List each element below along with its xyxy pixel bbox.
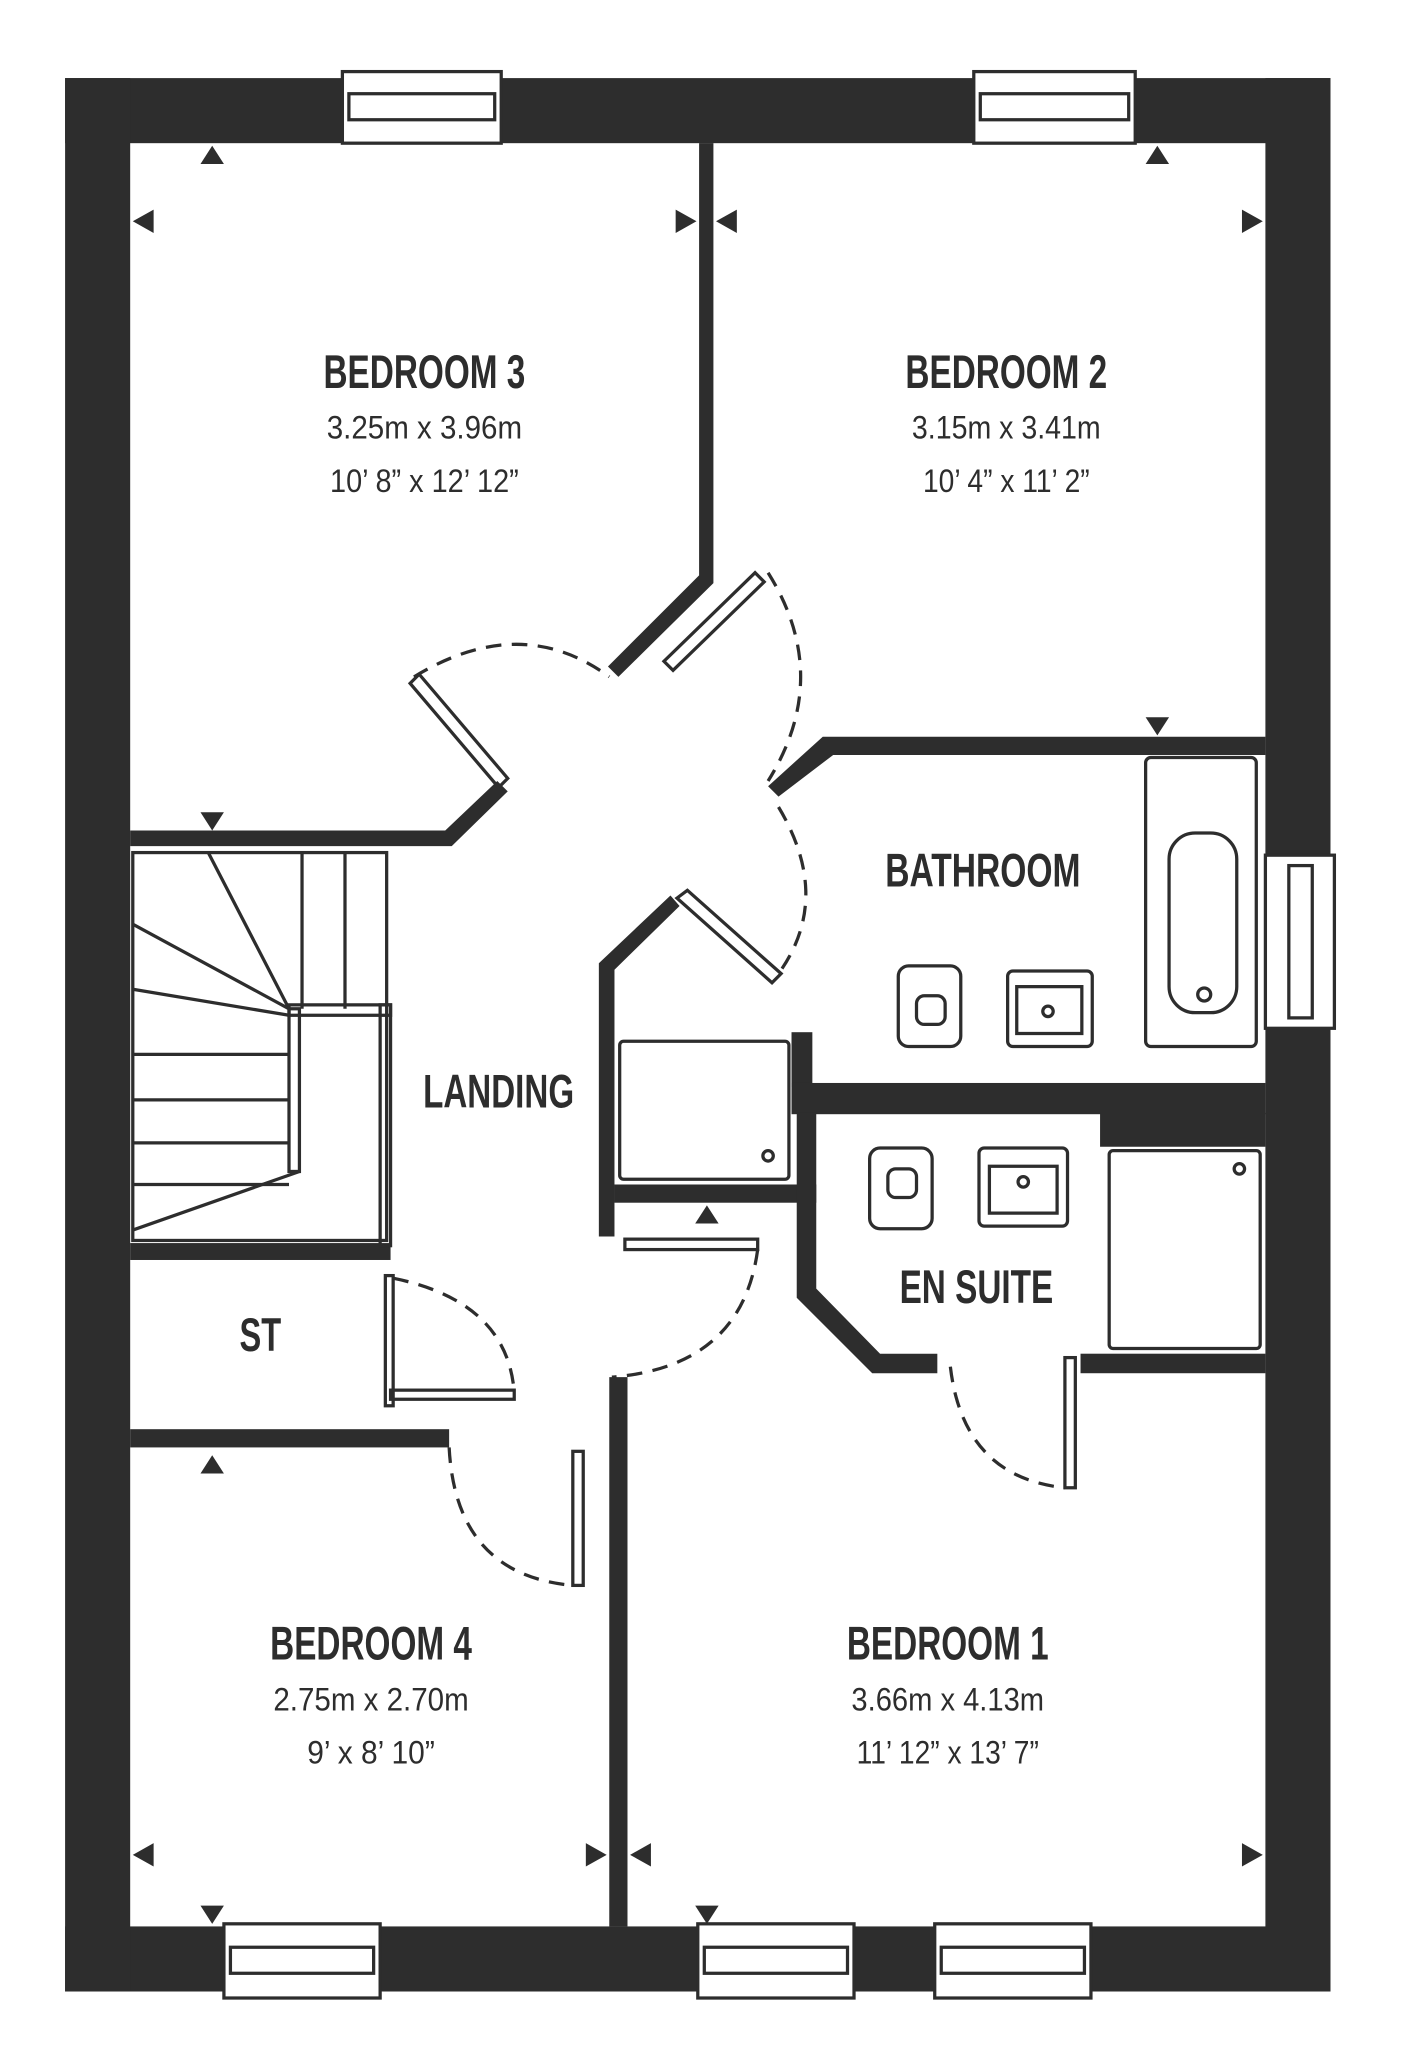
room-bedroom1: BEDROOM 1 3.66m x 4.13m 11’ 12” x 13’ 7”: [847, 1618, 1049, 1771]
room-metric: 3.25m x 3.96m: [327, 410, 522, 446]
room-metric: 2.75m x 2.70m: [273, 1681, 468, 1717]
room-bedroom2: BEDROOM 2 3.15m x 3.41m 10’ 4” x 11’ 2”: [905, 346, 1107, 499]
window-bedroom1-right: [933, 1922, 1093, 2000]
window-bedroom3: [340, 69, 503, 145]
windows: [222, 69, 1337, 2000]
window-bedroom1-left: [696, 1922, 856, 2000]
room-name: BEDROOM 2: [905, 346, 1107, 398]
dimension-arrows: [132, 145, 1263, 1924]
interior-walls: [130, 143, 1266, 1927]
room-name: BEDROOM 3: [324, 346, 526, 398]
door-bathroom[interactable]: [674, 806, 808, 985]
door-store[interactable]: [383, 1273, 516, 1408]
sink-bathroom: [1006, 969, 1094, 1049]
room-name: BEDROOM 4: [270, 1618, 472, 1670]
door-bedroom3[interactable]: [407, 642, 611, 790]
fixtures: [618, 755, 1262, 1351]
room-en-suite: EN SUITE: [900, 1261, 1054, 1313]
shower-en-suite: [1107, 1149, 1262, 1351]
door-bedroom2[interactable]: [661, 570, 803, 782]
door-en-suite[interactable]: [948, 1355, 1077, 1490]
door-bedroom4[interactable]: [447, 1447, 585, 1588]
room-name: BEDROOM 1: [847, 1618, 1049, 1670]
room-imperial: 11’ 12” x 13’ 7”: [857, 1735, 1039, 1771]
door-cupboard[interactable]: [611, 1237, 760, 1379]
room-bathroom: BATHROOM: [885, 844, 1080, 896]
window-bedroom2: [972, 69, 1137, 145]
outer-walls: [65, 78, 1331, 1992]
staircase: [131, 850, 393, 1248]
shower-landing: [618, 1039, 791, 1181]
room-store: ST: [240, 1309, 282, 1361]
room-bedroom3: BEDROOM 3 3.25m x 3.96m 10’ 8” x 12’ 12”: [324, 346, 526, 499]
sink-en-suite: [977, 1146, 1070, 1228]
room-bedroom4: BEDROOM 4 2.75m x 2.70m 9’ x 8’ 10”: [270, 1618, 472, 1771]
room-imperial: 9’ x 8’ 10”: [307, 1735, 435, 1771]
toilet-bathroom: [896, 964, 963, 1049]
room-metric: 3.66m x 4.13m: [851, 1681, 1044, 1717]
room-imperial: 10’ 4” x 11’ 2”: [923, 463, 1090, 499]
bath: [1144, 755, 1258, 1049]
room-imperial: 10’ 8” x 12’ 12”: [330, 463, 519, 499]
toilet-en-suite: [868, 1146, 934, 1231]
room-metric: 3.15m x 3.41m: [912, 410, 1101, 446]
window-bedroom4: [222, 1922, 382, 2000]
window-bathroom: [1263, 853, 1337, 1030]
room-landing: LANDING: [423, 1066, 574, 1118]
doors[interactable]: [383, 570, 1077, 1588]
